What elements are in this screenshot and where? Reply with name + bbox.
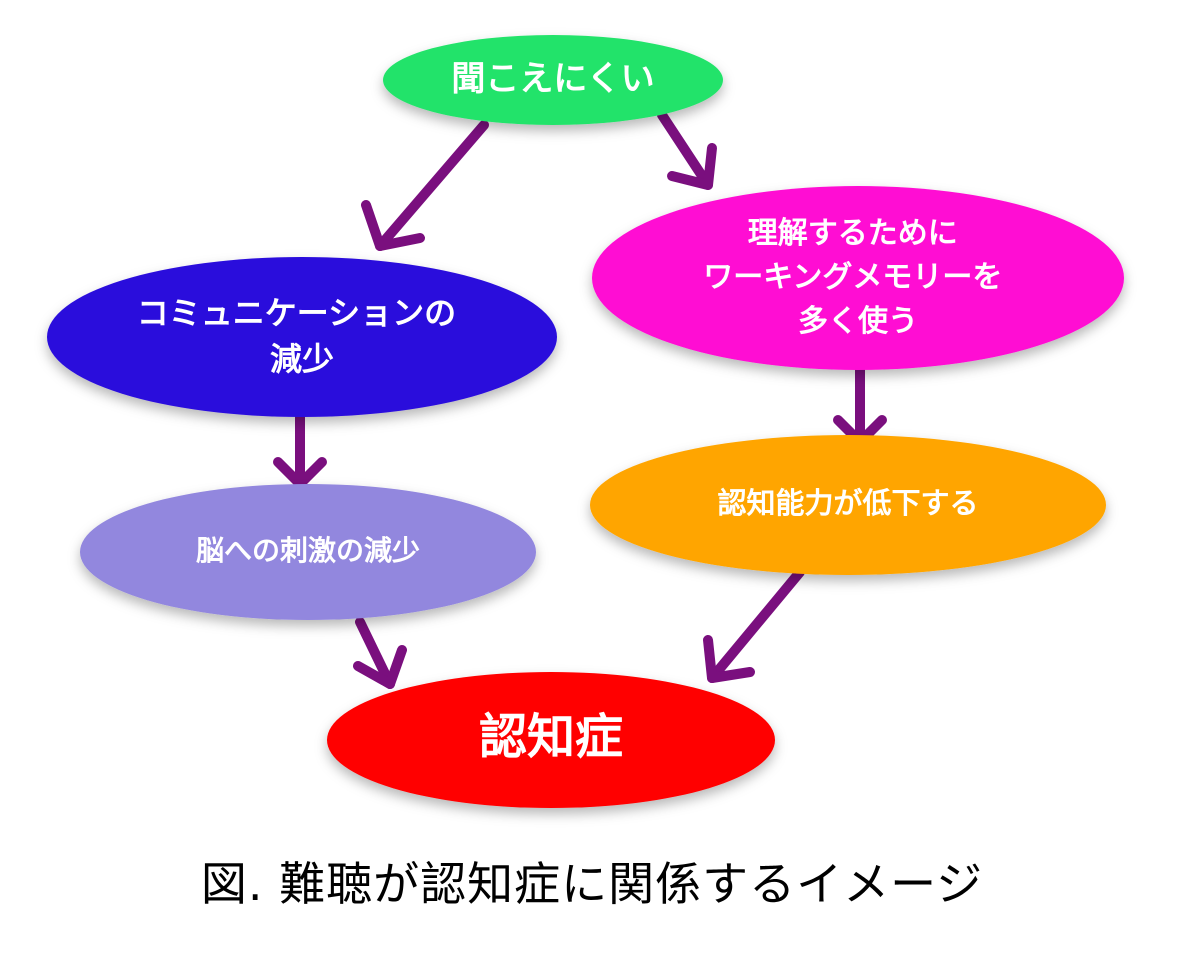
node-hard-to-hear: 聞こえにくい <box>383 35 723 125</box>
node-cognitive-decline-label: 認知能力が低下する <box>717 486 978 520</box>
node-working-memory-shape <box>592 186 1124 370</box>
node-cognitive-decline-shape <box>590 435 1106 575</box>
node-less-brain-stimulation-shape <box>80 484 536 620</box>
node-cognitive-decline: 認知能力が低下する <box>590 435 1106 575</box>
node-dementia-label: 認知症 <box>479 709 623 765</box>
node-working-memory-label: 理解するために ワーキングメモリーを 多く使う <box>703 216 1013 339</box>
node-hard-to-hear-shape <box>383 35 723 125</box>
arrow-hearing-to-communication <box>361 120 489 251</box>
node-less-communication-shape <box>47 257 557 417</box>
arrow-stimulation-to-dementia <box>353 617 407 689</box>
arrow-memory-to-decline <box>833 363 887 447</box>
node-working-memory: 理解するために ワーキングメモリーを 多く使う <box>592 186 1124 370</box>
node-hard-to-hear-label: 聞こえにくい <box>451 59 654 99</box>
node-less-communication: コミュニケーションの 減少 <box>47 257 557 417</box>
node-dementia: 認知症 <box>327 672 775 808</box>
figure-caption: 図. 難聴が認知症に関係するイメージ <box>200 857 984 911</box>
node-less-communication-label: コミュニケーションの 減少 <box>137 294 468 378</box>
arrow-hearing-to-memory <box>657 110 717 190</box>
arrow-communication-to-stimulation <box>273 411 327 489</box>
arrow-decline-to-dementia <box>703 567 805 683</box>
node-dementia-shape <box>327 672 775 808</box>
node-less-brain-stimulation-label: 脳への刺激の減少 <box>196 534 420 567</box>
node-less-brain-stimulation: 脳への刺激の減少 <box>80 484 536 620</box>
